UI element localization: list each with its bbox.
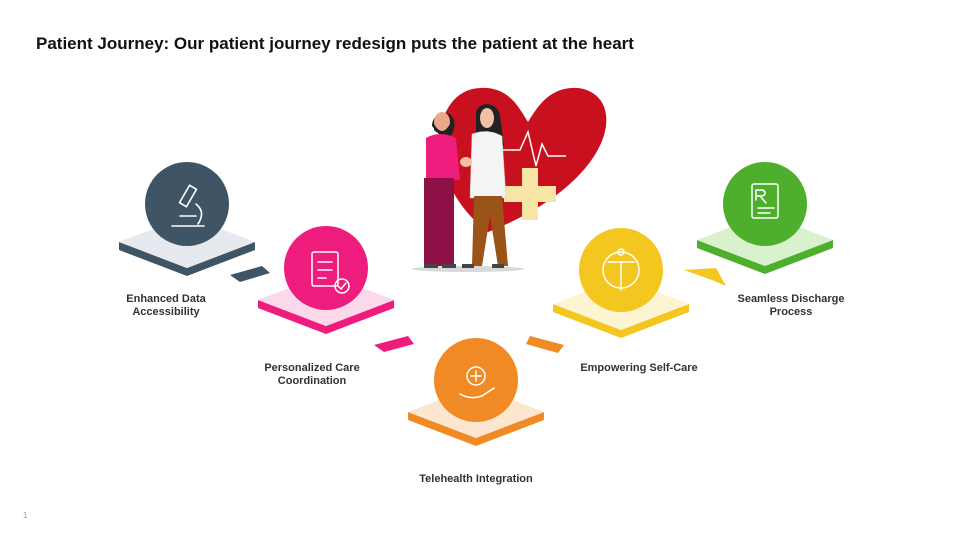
page-title: Patient Journey: Our patient journey red…: [36, 34, 634, 53]
label-personalized-care-coordination: Personalized Care Coordination: [264, 362, 360, 387]
heartbeat-line: [500, 129, 566, 167]
connector-3: [526, 336, 564, 353]
checklist-icon: [311, 251, 350, 294]
connector-2: [374, 336, 414, 352]
label-seamless-discharge-process: Seamless Discharge Process: [737, 293, 845, 318]
step-tile-edge: [408, 412, 544, 446]
connector-4: [684, 268, 726, 286]
step-tile-edge: [258, 300, 394, 334]
steps-layer: [119, 162, 833, 446]
prescription-icon: [751, 183, 779, 219]
medical-hand-icon: [459, 366, 495, 399]
hero-illustration: [412, 87, 607, 272]
page-number: 1: [23, 511, 28, 520]
step-tile-edge: [697, 240, 833, 274]
connector-1: [230, 266, 270, 282]
self-care-icon: [602, 248, 640, 291]
step-circle: [145, 162, 229, 246]
label-empowering-self-care: Empowering Self-Care: [580, 362, 698, 374]
microscope-icon: [171, 184, 205, 227]
doctor-figure: [460, 104, 508, 268]
label-enhanced-data-accessibility: Enhanced Data Accessibility: [126, 293, 206, 318]
step-tile-edge: [553, 304, 689, 338]
patient-figure: [424, 112, 460, 268]
step-circle: [723, 162, 807, 246]
step-circle: [284, 226, 368, 310]
label-telehealth-integration: Telehealth Integration: [419, 473, 533, 485]
medical-cross-icon: [504, 168, 556, 220]
step-tile-edge: [119, 242, 255, 276]
